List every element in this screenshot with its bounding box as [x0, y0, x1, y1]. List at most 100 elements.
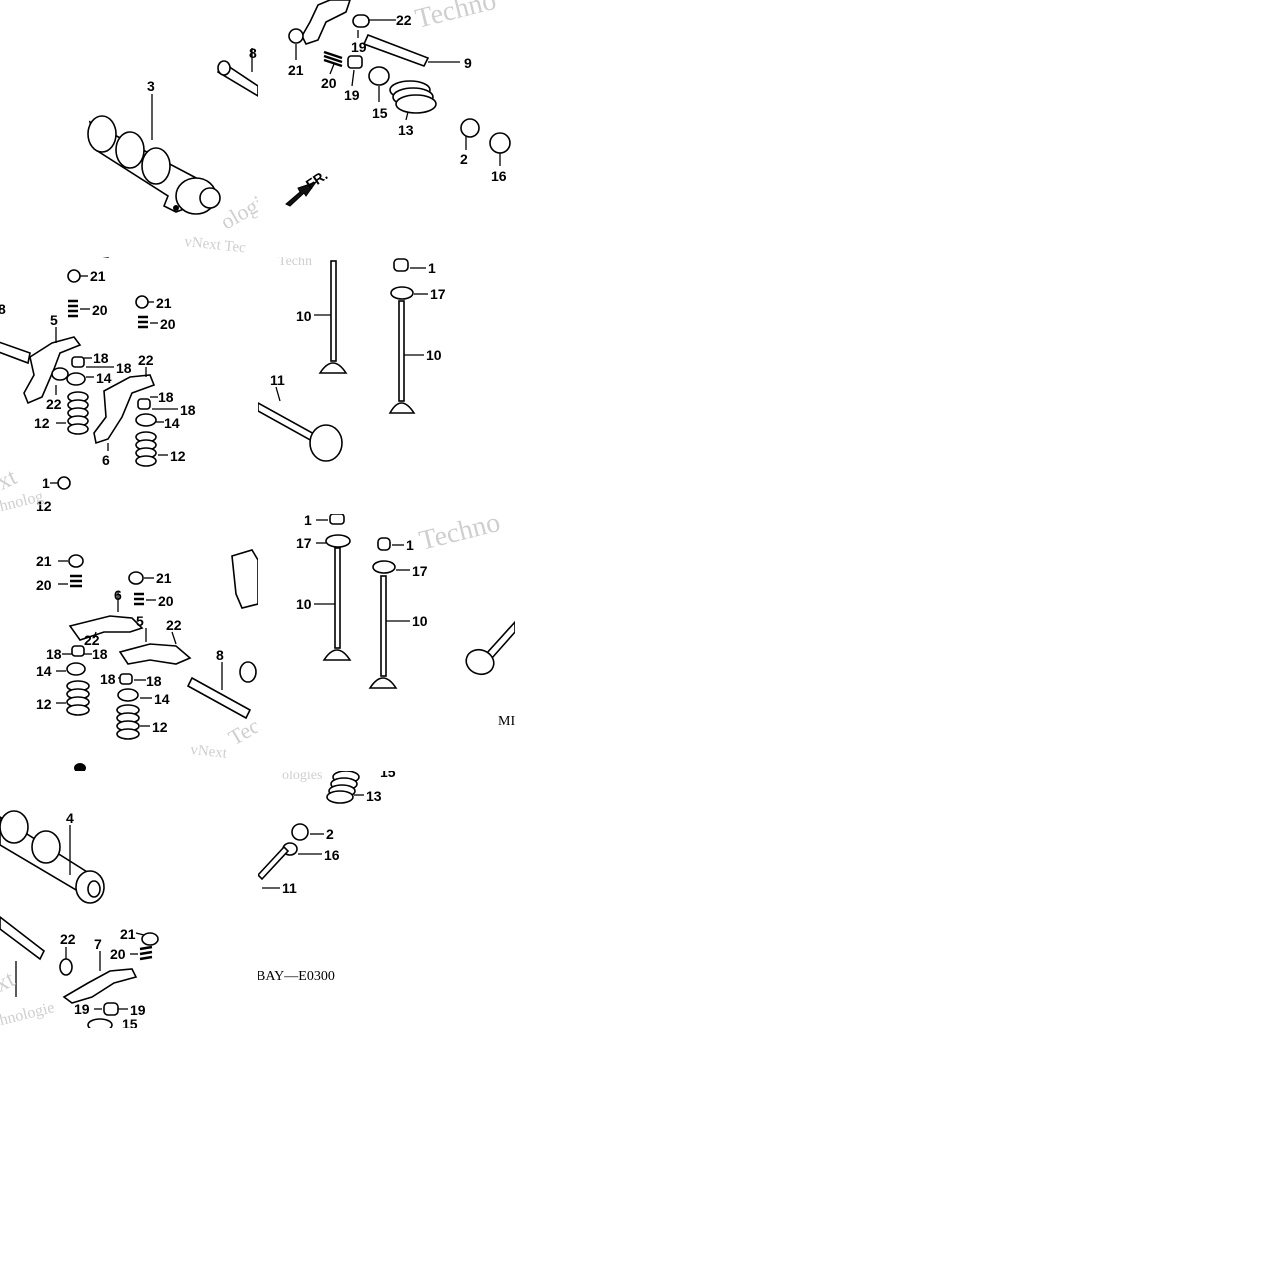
- callout-label: 5: [50, 312, 58, 328]
- callout-label: 20: [92, 302, 108, 318]
- watermark-text: Techn: [278, 257, 312, 269]
- callout-label: 12: [170, 448, 186, 464]
- callout-label: 21: [120, 926, 136, 942]
- callout-label: 15: [122, 1016, 138, 1028]
- rocker-shaft-part: [0, 341, 31, 365]
- callout-label: 20: [158, 593, 174, 609]
- callout-label: 7: [94, 936, 102, 952]
- callout-label: 10: [296, 596, 312, 612]
- spring-seat-part: [368, 66, 390, 86]
- rocker-arm-part: [118, 643, 192, 665]
- diagram-tile-rocker-arms: 7 21 20 21 20 8 5 18 18: [0, 257, 258, 514]
- callout-label: 15: [380, 771, 396, 780]
- callout-label: 8: [249, 45, 257, 61]
- watermark-text: ologies: [282, 771, 322, 783]
- valve-part: [258, 845, 290, 881]
- callout-label: 22: [166, 617, 182, 633]
- callout-label: 12: [36, 498, 52, 514]
- cotter-part: [393, 258, 409, 272]
- valve-spring-part: [67, 391, 89, 435]
- callout-label: 16: [324, 847, 340, 863]
- diagram-tile-valves-2: Techno 1 17 10 1 17 10: [258, 514, 515, 771]
- callout-label: 12: [34, 415, 50, 431]
- diagram-tile-camshaft-2: 4 21 22 7 20 19 19 15 ext chnologie: [0, 771, 258, 1028]
- callout-label: 17: [412, 563, 428, 579]
- callout-label: 21: [156, 295, 172, 311]
- callout-label: 10: [412, 613, 428, 629]
- callout-label: 9: [464, 55, 472, 71]
- nut-part: [67, 269, 81, 283]
- rocker-arm-part: [23, 336, 82, 405]
- callout-label: 16: [491, 168, 507, 184]
- callout-label: 3: [147, 78, 155, 94]
- callout-label: 18: [92, 646, 108, 662]
- valve-part: [388, 300, 416, 414]
- rocker-arm-part: [301, 0, 351, 45]
- callout-label: 10: [426, 347, 442, 363]
- watermark-text: vNext: [190, 742, 229, 762]
- callout-label: 22: [84, 632, 100, 648]
- callout-label: 18: [116, 360, 132, 376]
- diagram-tile-rocker-spring-group: Techno 22 19: [258, 0, 515, 257]
- callout-label: 19: [351, 39, 367, 55]
- camshaft-part: [0, 810, 105, 904]
- callout-label: 12: [152, 719, 168, 735]
- callout-label: 1: [304, 514, 312, 528]
- callout-label: 18: [46, 646, 62, 662]
- callout-label: 14: [96, 370, 112, 386]
- washer-part: [352, 14, 370, 28]
- callout-label: 12: [36, 696, 52, 712]
- valve-spring-part: [135, 431, 157, 467]
- callout-label: 6: [114, 587, 122, 603]
- rocker-shaft-part: [186, 676, 252, 720]
- spring-small-part: [68, 299, 78, 318]
- camshaft-part: [231, 549, 258, 609]
- nut-part: [288, 28, 304, 44]
- diagram-tile-valves: Techn 10 1 17 10 11: [258, 257, 515, 514]
- callout-label: 13: [366, 788, 382, 804]
- watermark-text: Techno: [412, 0, 499, 35]
- diagram-tile-spring-seals: ologies 15 13 2 16 11 BAY—E0300: [258, 771, 515, 1028]
- cotter-part: [460, 118, 480, 138]
- callout-label: 18: [180, 402, 196, 418]
- callout-label: 22: [396, 12, 412, 28]
- callout-label: 22: [60, 931, 76, 947]
- callout-label: 20: [160, 316, 176, 332]
- callout-label: 15: [372, 105, 388, 121]
- diagram-tile-rocker-arms-2: 21 20 21 6 20 22 5 22 18 18: [0, 514, 258, 771]
- callout-label: 20: [36, 577, 52, 593]
- callout-label: 14: [36, 663, 52, 679]
- callout-label: 11: [270, 372, 285, 388]
- rocker-shaft-part: [0, 915, 46, 961]
- drawing-code: MI: [498, 714, 515, 729]
- callout-label: 17: [296, 535, 312, 551]
- callout-label: 19: [74, 1001, 90, 1017]
- rocker-shaft-part: [362, 33, 430, 67]
- drawing-code: BAY—E0300: [258, 969, 335, 984]
- valve-part: [318, 260, 348, 374]
- callout-label: 13: [398, 122, 414, 138]
- callout-label: 1: [406, 537, 414, 553]
- callout-label: 1: [428, 260, 436, 276]
- watermark-text: ologies: [216, 181, 258, 234]
- watermark-text: vNext Tec: [184, 234, 247, 256]
- callout-label: 8: [0, 301, 6, 317]
- watermark-text: chnologie: [0, 999, 56, 1028]
- stem-seal-part: [489, 132, 511, 154]
- callout-label: 20: [321, 75, 337, 91]
- callout-label: 4: [66, 810, 74, 826]
- collar-part: [347, 55, 363, 69]
- valve-spring-part: [116, 704, 140, 740]
- rocker-arm-part: [62, 968, 138, 1004]
- callout-label: 14: [164, 415, 180, 431]
- rocker-arm-part: [68, 615, 144, 641]
- valve-part: [465, 620, 515, 676]
- callout-label: 11: [282, 880, 297, 896]
- valve-spring-part: [66, 680, 90, 716]
- callout-label: 17: [430, 286, 446, 302]
- callout-label: 6: [102, 452, 110, 468]
- callout-label: 18: [158, 389, 174, 405]
- retainer-part: [390, 286, 414, 300]
- callout-label: 8: [216, 647, 224, 663]
